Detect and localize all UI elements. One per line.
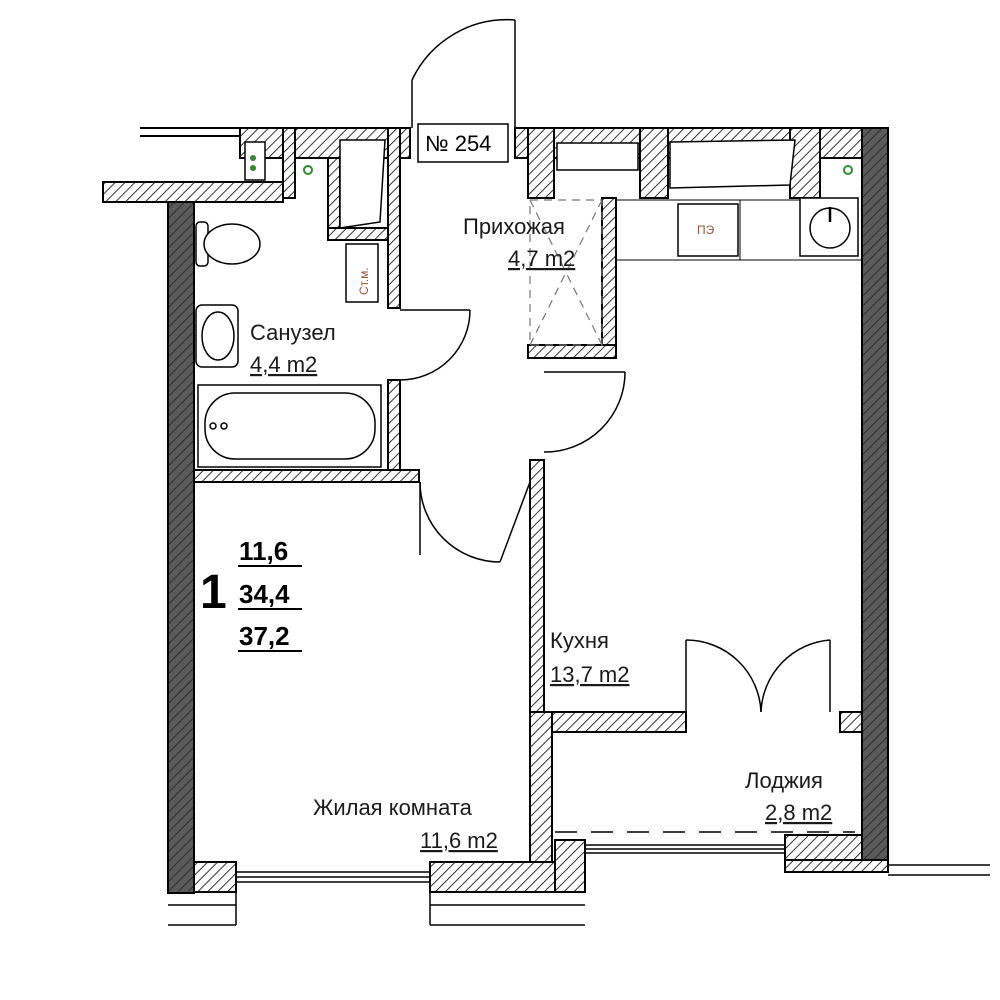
loggia-area: 2,8 m2 (765, 800, 832, 825)
wardrobe (529, 199, 603, 346)
riser-dot (250, 165, 256, 171)
windows (168, 831, 990, 926)
kitchen-counter (616, 199, 862, 261)
toilet-icon (203, 223, 261, 265)
stove-icon (677, 203, 739, 257)
total-area-value: 34,4 (239, 579, 290, 609)
riser-label: Ст.м. (357, 267, 371, 295)
riser-dot (843, 165, 853, 175)
bathroom-area: 4,4 m2 (250, 352, 317, 377)
living-room-area: 11,6 m2 (420, 828, 498, 853)
bathroom-name: Санузел (250, 320, 336, 345)
apartment-number: № 254 (425, 131, 491, 156)
riser-dot (250, 155, 256, 161)
rooms-count: 1 (200, 566, 227, 619)
total-with-loggia-value: 37,2 (239, 621, 290, 651)
kitchen-area: 13,7 m2 (550, 662, 630, 687)
exterior-walls (167, 127, 889, 894)
hallway-name: Прихожая (463, 214, 565, 239)
riser-box (345, 243, 379, 303)
hallway-area: 4,7 m2 (508, 246, 575, 271)
area-summary: 11,6 34,4 37,2 (238, 536, 302, 652)
shaft-fixtures (244, 139, 859, 303)
living-area-value: 11,6 (239, 536, 288, 566)
riser-dot (303, 165, 313, 175)
kitchen-name: Кухня (550, 628, 609, 653)
apartment-number-box (417, 123, 509, 163)
stove-label: ПЭ (697, 223, 715, 237)
loggia-name: Лоджия (745, 768, 823, 793)
bathroom-fixtures (195, 221, 382, 468)
doors (399, 18, 831, 713)
living-room-name: Жилая комната (313, 795, 473, 820)
